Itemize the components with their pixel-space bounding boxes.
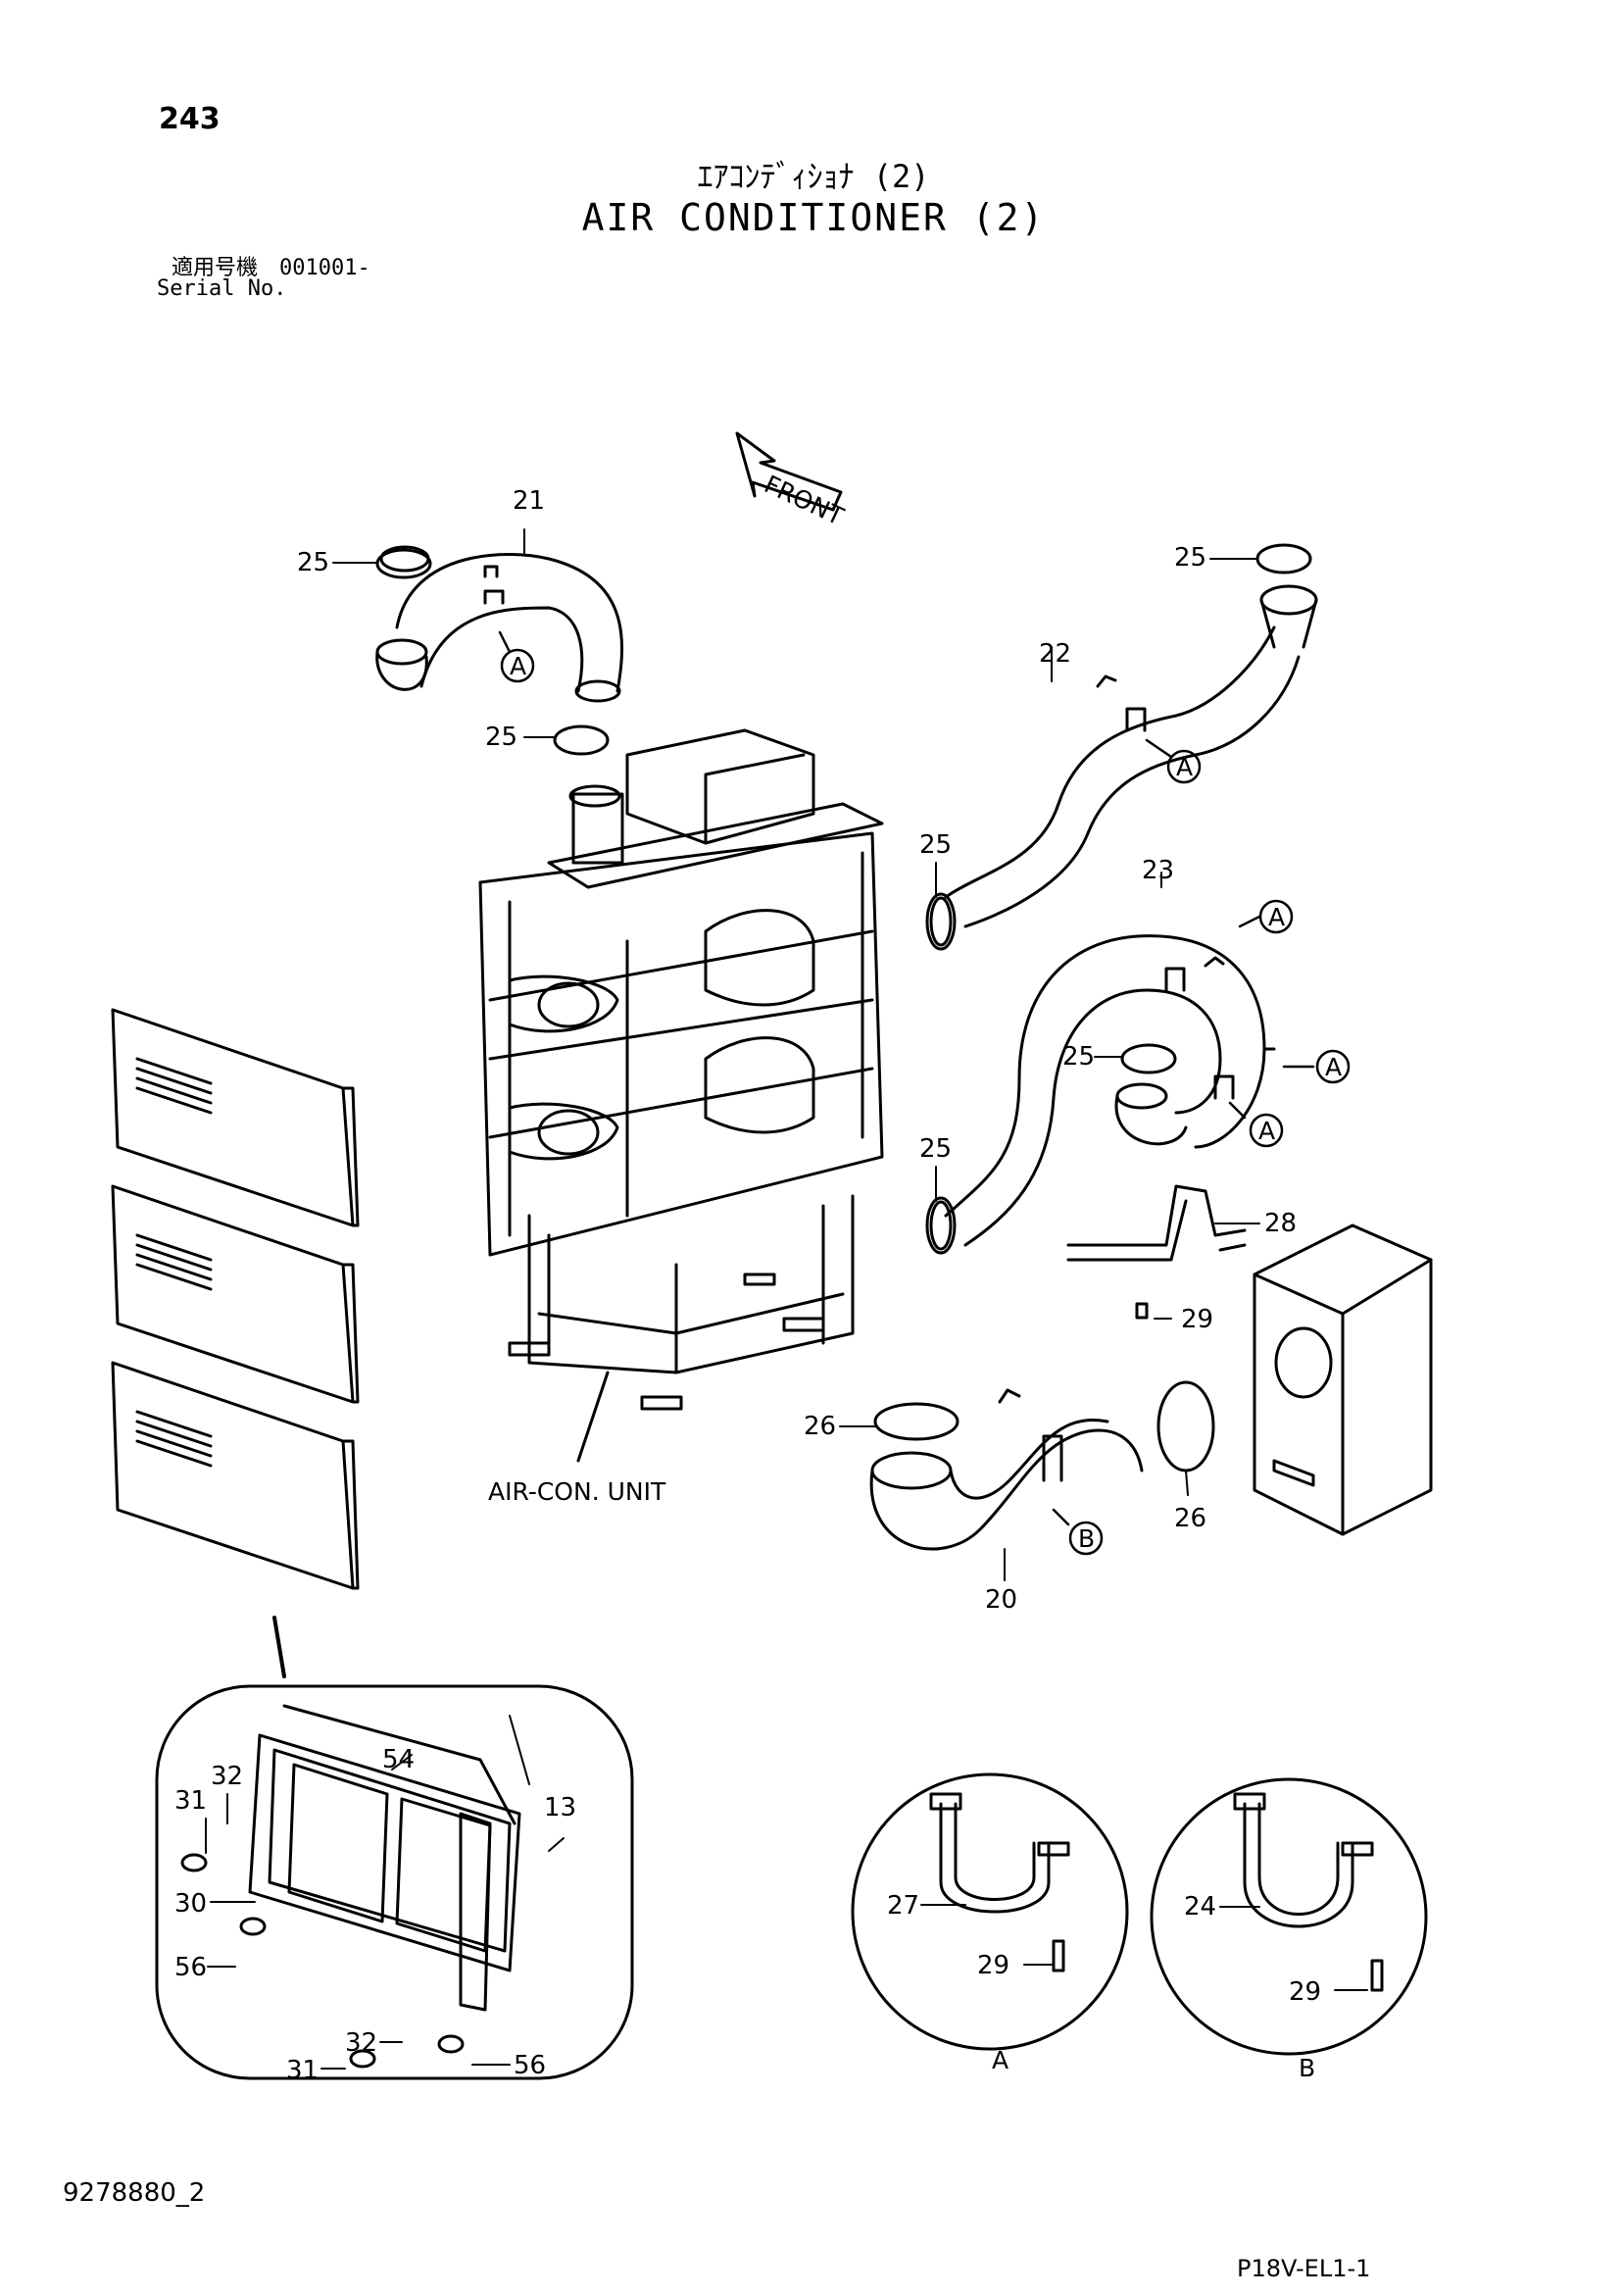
callout-25: 25 (1174, 543, 1206, 573)
marker-b: B (1078, 1524, 1095, 1553)
reference-markers (498, 630, 1351, 1556)
callout-21: 21 (513, 486, 545, 516)
callout-54: 54 (382, 1745, 415, 1774)
page-code: P18V-EL1-1 (1237, 2255, 1371, 2282)
marker-a: A (1268, 903, 1285, 931)
callout-29: 29 (1181, 1305, 1213, 1334)
front-arrow: FRONT (735, 431, 849, 531)
callout-56: 56 (174, 1953, 207, 1982)
callout-56: 56 (514, 2051, 546, 2080)
duct-22 (925, 584, 1318, 951)
page-title: AIR CONDITIONER (2) (581, 196, 1046, 239)
marker-a: A (1325, 1053, 1342, 1081)
title-japanese: ｴｱｺﾝﾃﾞｨｼｮﾅ (2) (697, 158, 930, 195)
callout-31: 31 (174, 1786, 207, 1816)
callout-23: 23 (1142, 856, 1174, 885)
marker-a: A (1176, 753, 1193, 781)
document-number: 9278880_2 (63, 2178, 206, 2208)
callout-24: 24 (1184, 1892, 1216, 1922)
callout-27: 27 (887, 1891, 919, 1921)
detail-b-label: B (1299, 2054, 1315, 2082)
detail-bubble-cover (155, 1684, 634, 2080)
callout-29: 29 (977, 1951, 1009, 1980)
marker-a: A (1258, 1117, 1275, 1145)
serial-label-japanese: 適用号機 001001- (172, 256, 370, 280)
serial-label: Serial No. (157, 276, 287, 301)
detail-circle-b: B (1150, 1777, 1428, 2082)
detail-a-label: A (992, 2046, 1008, 2074)
callout-25: 25 (297, 548, 329, 577)
marker-letters: A A A A A B (510, 652, 1342, 1553)
cover-panels (111, 1008, 360, 1678)
callout-13: 13 (544, 1793, 576, 1822)
callout-25: 25 (919, 1134, 952, 1164)
callout-26: 26 (1174, 1504, 1206, 1533)
callout-22: 22 (1039, 639, 1071, 669)
callout-30: 30 (174, 1889, 207, 1919)
aircon-unit: AIR-CON. UNIT (478, 728, 884, 1506)
callout-32: 32 (211, 1762, 243, 1791)
callout-numbers: 21 25 25 25 22 25 23 25 25 28 29 26 26 2… (174, 486, 1321, 2085)
duct-20 (869, 1380, 1215, 1551)
callout-28: 28 (1264, 1209, 1297, 1238)
detail-circle-a: A (851, 1772, 1129, 2074)
duct-23 (925, 934, 1276, 1255)
page-number: 243 (159, 102, 221, 136)
callout-20: 20 (985, 1585, 1017, 1615)
blower-box (1253, 1223, 1433, 1536)
marker-a: A (510, 652, 526, 680)
callout-32: 32 (345, 2028, 377, 2058)
callout-25: 25 (1062, 1042, 1095, 1072)
unit-label: AIR-CON. UNIT (488, 1477, 666, 1506)
callout-26: 26 (804, 1412, 836, 1441)
callout-31: 31 (286, 2056, 319, 2085)
callout-25: 25 (919, 830, 952, 860)
callout-25: 25 (485, 723, 517, 752)
duct-21 (375, 545, 624, 703)
bracket-28 (1066, 1184, 1247, 1320)
leader-lines (205, 528, 1368, 2070)
callout-29: 29 (1289, 1977, 1321, 2007)
